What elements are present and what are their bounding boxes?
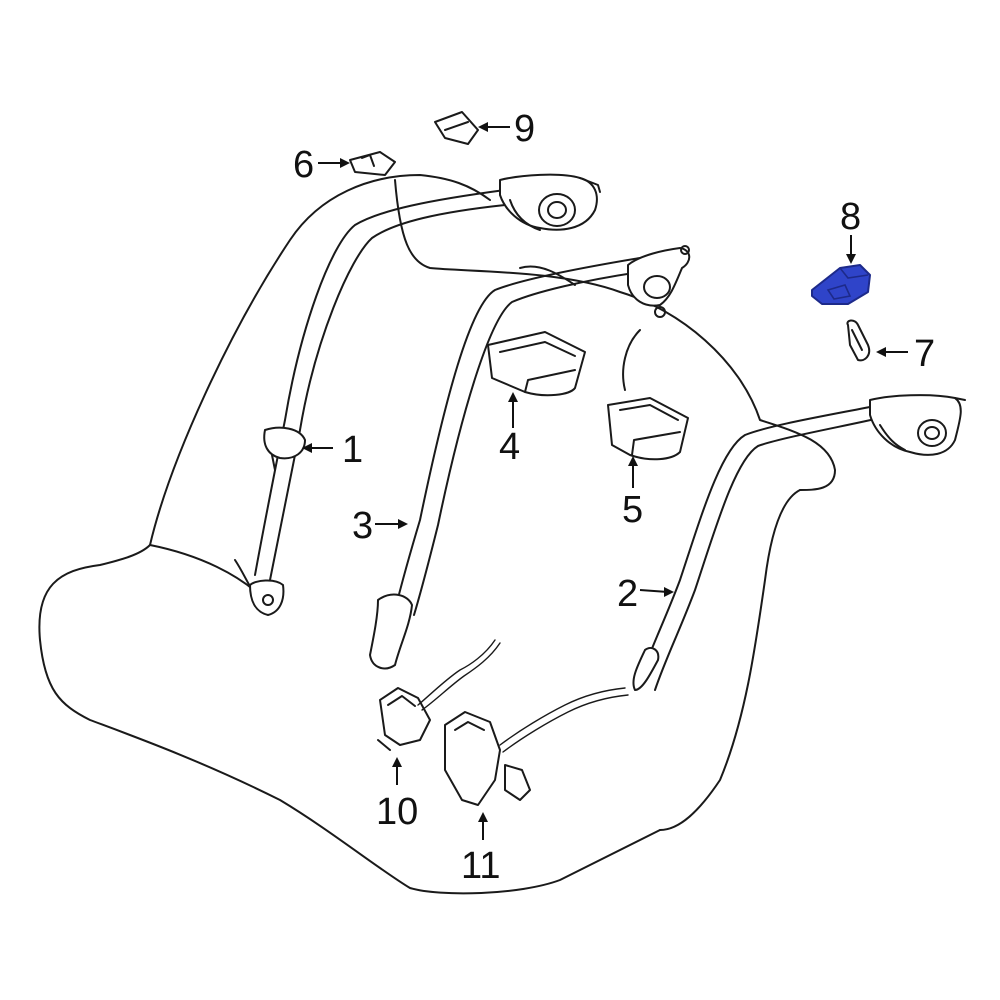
part-5-bezel [607,397,689,461]
callout-6: 6 [293,144,314,186]
part-1-left-belt [234,173,601,616]
callout-4: 4 [499,426,520,468]
part-11-buckle [444,687,629,806]
part-3-center-belt [369,245,691,670]
part-6-clip [349,151,396,176]
callout-11: 11 [461,845,500,887]
part-10-buckle [377,639,501,751]
callout-1: 1 [342,429,363,471]
callout-7: 7 [914,333,935,375]
callout-10: 10 [376,791,418,833]
rear-seat-outline [38,174,836,895]
callout-leaders [302,122,908,840]
part-7-clip [846,319,871,362]
callout-9: 9 [514,108,535,150]
callout-8: 8 [840,196,861,238]
part-8-cover-highlighted [811,264,871,305]
part-2-right-belt [632,394,966,691]
callout-labels: 1 2 3 4 5 6 7 8 9 10 11 [293,108,935,887]
callout-5: 5 [622,489,643,531]
callout-2: 2 [617,573,638,615]
part-4-bezel [487,331,586,397]
callout-3: 3 [352,505,373,547]
part-9-cover [434,111,479,145]
